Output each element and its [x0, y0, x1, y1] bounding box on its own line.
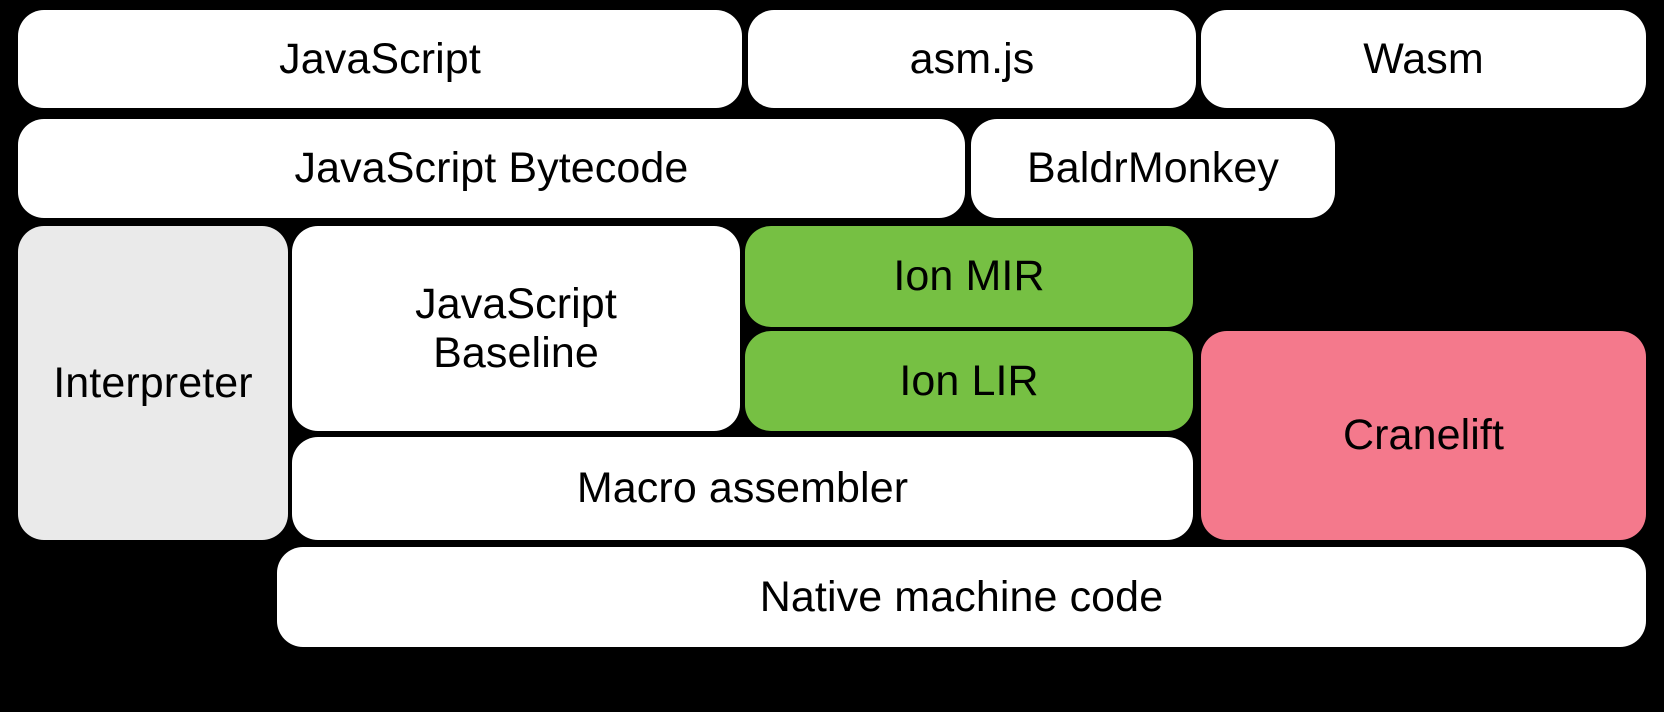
node-interpreter: Interpreter: [18, 226, 288, 540]
node-javascript-bytecode: JavaScript Bytecode: [18, 119, 965, 218]
node-ion-mir: Ion MIR: [745, 226, 1193, 327]
node-wasm: Wasm: [1201, 10, 1646, 108]
node-ion-lir: Ion LIR: [745, 331, 1193, 431]
node-macro-assembler: Macro assembler: [292, 437, 1193, 540]
node-javascript: JavaScript: [18, 10, 742, 108]
node-javascript-baseline: JavaScript Baseline: [292, 226, 740, 431]
node-cranelift: Cranelift: [1201, 331, 1646, 540]
node-asm-js: asm.js: [748, 10, 1196, 108]
node-native-machine-code: Native machine code: [277, 547, 1646, 647]
node-baldrmonkey: BaldrMonkey: [971, 119, 1335, 218]
